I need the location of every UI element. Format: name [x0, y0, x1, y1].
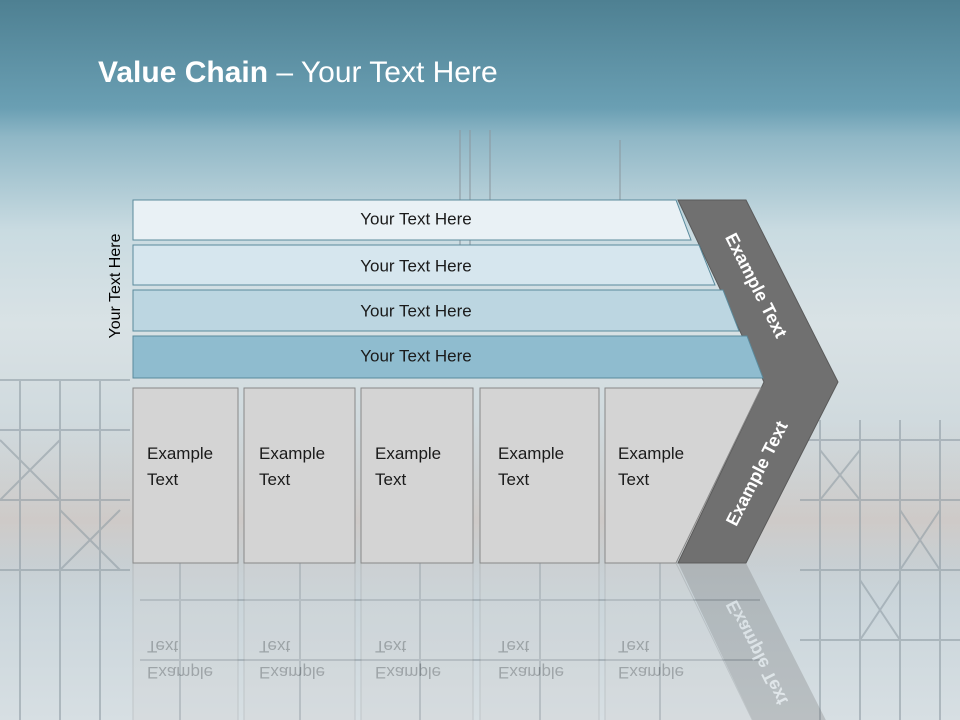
band-group: Your Text Here Your Text Here Your Text … — [132, 199, 764, 379]
box-3-line1: Example — [375, 444, 441, 463]
box-4-line2: Text — [498, 470, 529, 489]
box-5 — [604, 387, 762, 564]
box-5-line2: Text — [618, 470, 649, 489]
box-1-line1: Example — [147, 444, 213, 463]
reflection-box-2-line1: Example — [259, 663, 325, 682]
band-1-label: Your Text Here — [360, 209, 472, 228]
band-4 — [132, 335, 764, 379]
reflection-box-1 — [132, 562, 239, 720]
reflection-box-3-line1: Example — [375, 663, 441, 682]
title-bold: Value Chain — [98, 56, 269, 89]
reflection-box-5-line2: Text — [618, 637, 649, 656]
box-group: Example Text Example Text Example Text E… — [132, 387, 762, 564]
band-4-label: Your Text Here — [360, 346, 472, 365]
reflection-box-5 — [604, 562, 753, 720]
reflection-box-3-line2: Text — [375, 637, 406, 656]
reflection-box-1-line1: Example — [147, 663, 213, 682]
reflection-box-1-line2: Text — [147, 637, 178, 656]
reflection-box-4-line2: Text — [498, 637, 529, 656]
box-4 — [479, 387, 600, 564]
reflection-box-5-line1: Example — [618, 663, 684, 682]
band-2 — [132, 244, 716, 286]
box-2 — [243, 387, 356, 564]
box-3-line2: Text — [375, 470, 406, 489]
box-1-line2: Text — [147, 470, 178, 489]
band-1 — [132, 199, 692, 241]
reflection: Example Text Example Text Example Text E… — [132, 562, 826, 720]
reflection-arrow — [678, 563, 826, 720]
reflection-box-4 — [479, 562, 600, 720]
box-3 — [360, 387, 474, 564]
title-rest: – Your Text Here — [268, 56, 498, 89]
reflection-box-2 — [243, 562, 356, 720]
value-chain-arrow — [677, 199, 839, 564]
reflection-box-3 — [360, 562, 474, 720]
box-5-line1: Example — [618, 444, 684, 463]
box-2-line2: Text — [259, 470, 290, 489]
reflection-box-4-line1: Example — [498, 663, 564, 682]
box-1 — [132, 387, 239, 564]
reflection-box-2-line2: Text — [259, 637, 290, 656]
box-2-line1: Example — [259, 444, 325, 463]
band-3 — [132, 289, 740, 332]
page-title: Value Chain – Your Text Here — [98, 56, 498, 90]
box-4-line1: Example — [498, 444, 564, 463]
band-2-label: Your Text Here — [360, 256, 472, 275]
band-3-label: Your Text Here — [360, 301, 472, 320]
